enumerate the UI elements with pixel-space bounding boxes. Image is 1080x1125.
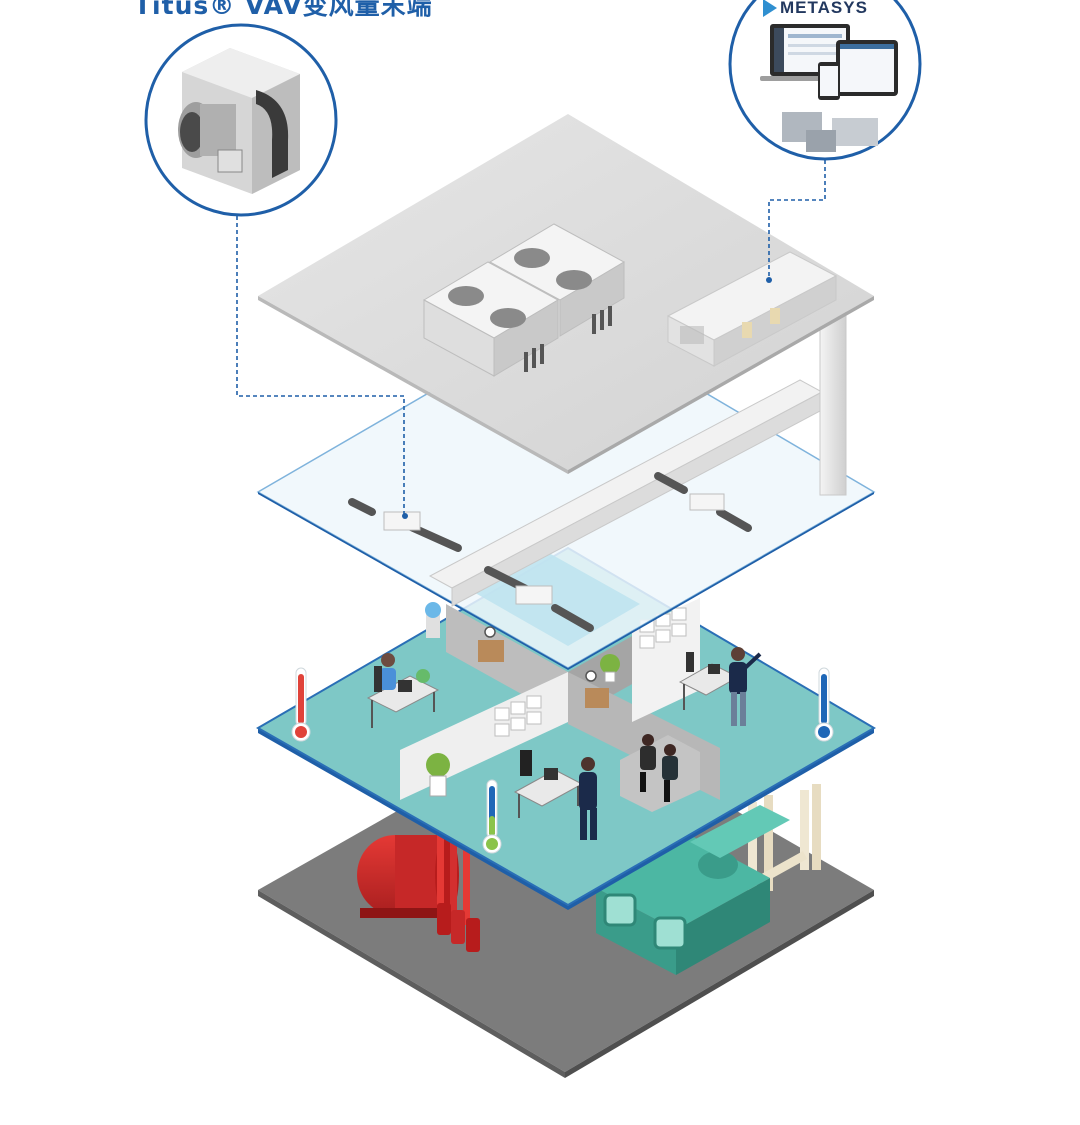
metasys-devices-icon xyxy=(728,0,922,161)
riser-pipes xyxy=(748,784,821,892)
page-title: Titus® VAV变风量末端 xyxy=(134,0,433,20)
vav-terminal-unit-icon xyxy=(144,23,338,217)
office-floor-level xyxy=(255,546,876,910)
thermometer-left-icon xyxy=(291,667,311,742)
metasys-leader-line xyxy=(768,160,826,280)
air-handling-unit-icon xyxy=(666,251,838,367)
pump-icon xyxy=(357,820,480,952)
rooftop-condenser-icon xyxy=(422,223,626,377)
metasys-logo: METASYS xyxy=(763,0,868,18)
ceiling-duct-level xyxy=(256,294,876,670)
vav-leader-line xyxy=(236,216,405,516)
metasys-triangle-icon xyxy=(763,0,777,17)
chiller-icon xyxy=(596,805,790,975)
metasys-logo-text: METASYS xyxy=(780,0,868,17)
thermometer-right-icon xyxy=(814,667,834,742)
thermometer-center-icon xyxy=(482,779,502,854)
office-people xyxy=(366,647,762,840)
